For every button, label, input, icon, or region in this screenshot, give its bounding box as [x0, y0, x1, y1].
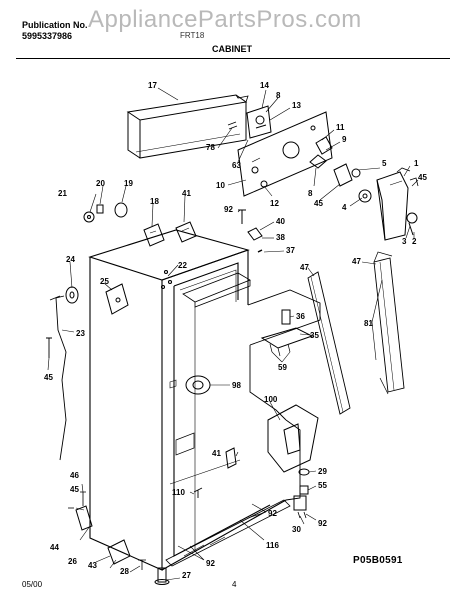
callout-35: 35	[310, 331, 319, 340]
callout-labels: 17 14 8 13 78 63 11 9 10 12 8 45 5 1 45 …	[44, 81, 427, 580]
callout-92-lower-mid: 92	[268, 509, 277, 518]
callout-44: 44	[50, 543, 59, 552]
drain-tube	[49, 286, 79, 461]
callout-2: 2	[412, 237, 417, 246]
lower-left-hinge	[68, 491, 93, 531]
model-number: FRT18	[180, 31, 205, 40]
callout-116: 116	[266, 541, 279, 550]
callout-38: 38	[276, 233, 285, 242]
callout-1: 1	[414, 159, 419, 168]
callout-43: 43	[88, 561, 97, 570]
back-panel	[237, 111, 333, 197]
callout-45-top: 45	[314, 199, 323, 208]
callout-20: 20	[96, 179, 105, 188]
trim-strip-center	[307, 271, 351, 415]
callout-29: 29	[318, 467, 327, 476]
bottom-parts	[107, 539, 170, 585]
callout-92-lower-right: 92	[318, 519, 327, 528]
callout-45-right: 45	[418, 173, 427, 182]
shelf-support	[260, 309, 314, 357]
callout-10: 10	[216, 181, 225, 190]
publication-number: 5995337986	[22, 31, 73, 41]
callout-12: 12	[270, 199, 279, 208]
watermark: AppliancePartsPros.com	[88, 6, 362, 33]
header-rule	[16, 58, 450, 59]
callout-41-top: 41	[182, 189, 191, 198]
callout-14: 14	[260, 81, 269, 90]
callout-21: 21	[58, 189, 67, 198]
control-housing	[358, 167, 419, 241]
callout-5: 5	[382, 159, 387, 168]
lower-hinge-pin	[193, 447, 237, 498]
footer-page: 4	[232, 580, 237, 589]
callout-110: 110	[172, 488, 185, 497]
left-screw	[46, 337, 52, 358]
footer-date: 05/00	[22, 580, 43, 589]
left-small-parts	[83, 202, 128, 223]
callout-36: 36	[296, 312, 305, 321]
callout-11: 11	[336, 123, 345, 132]
callout-19: 19	[124, 179, 133, 188]
control-parts	[309, 136, 361, 187]
callout-24: 24	[66, 255, 75, 264]
top-screws	[238, 209, 263, 253]
callout-100: 100	[264, 395, 278, 404]
callout-59: 59	[278, 363, 287, 372]
callout-37: 37	[286, 246, 295, 255]
publication-label: Publication No.	[22, 20, 88, 30]
callout-78: 78	[206, 143, 215, 152]
callout-47-right: 47	[352, 257, 361, 266]
cabinet-shell	[88, 229, 321, 571]
callout-92-top: 92	[224, 205, 233, 214]
side-plate	[105, 283, 129, 315]
figure-code: P05B0591	[353, 555, 403, 566]
callout-22: 22	[178, 261, 187, 270]
callout-8: 8	[276, 91, 281, 100]
callout-92-bottom: 92	[206, 559, 215, 568]
door-stop-bracket	[267, 404, 319, 473]
callout-9: 9	[342, 135, 347, 144]
callout-28: 28	[120, 567, 129, 576]
callout-45-left: 45	[44, 373, 53, 382]
callout-8b: 8	[308, 189, 313, 198]
label-disc	[185, 375, 211, 395]
callout-30: 30	[292, 525, 301, 534]
leveling-parts	[293, 468, 310, 519]
top-hinge-bracket	[227, 105, 272, 139]
callout-17: 17	[148, 81, 157, 90]
trim-strip-right	[373, 251, 405, 395]
callout-25: 25	[100, 277, 109, 286]
callout-63: 63	[232, 161, 241, 170]
top-hinge-cover	[126, 94, 249, 159]
callout-4: 4	[342, 203, 347, 212]
callout-26: 26	[68, 557, 77, 566]
callout-46: 46	[70, 471, 79, 480]
callout-40: 40	[276, 217, 285, 226]
section-title: CABINET	[212, 44, 252, 54]
callout-45-lower: 45	[70, 485, 79, 494]
callout-23: 23	[76, 329, 85, 338]
callout-55: 55	[318, 481, 327, 490]
callout-41-lower: 41	[212, 449, 221, 458]
callout-47-center: 47	[300, 263, 309, 272]
callout-18: 18	[150, 197, 159, 206]
callout-81: 81	[364, 319, 373, 328]
callout-3: 3	[402, 237, 407, 246]
callout-13: 13	[292, 101, 301, 110]
callout-98: 98	[232, 381, 241, 390]
callout-27: 27	[182, 571, 191, 580]
